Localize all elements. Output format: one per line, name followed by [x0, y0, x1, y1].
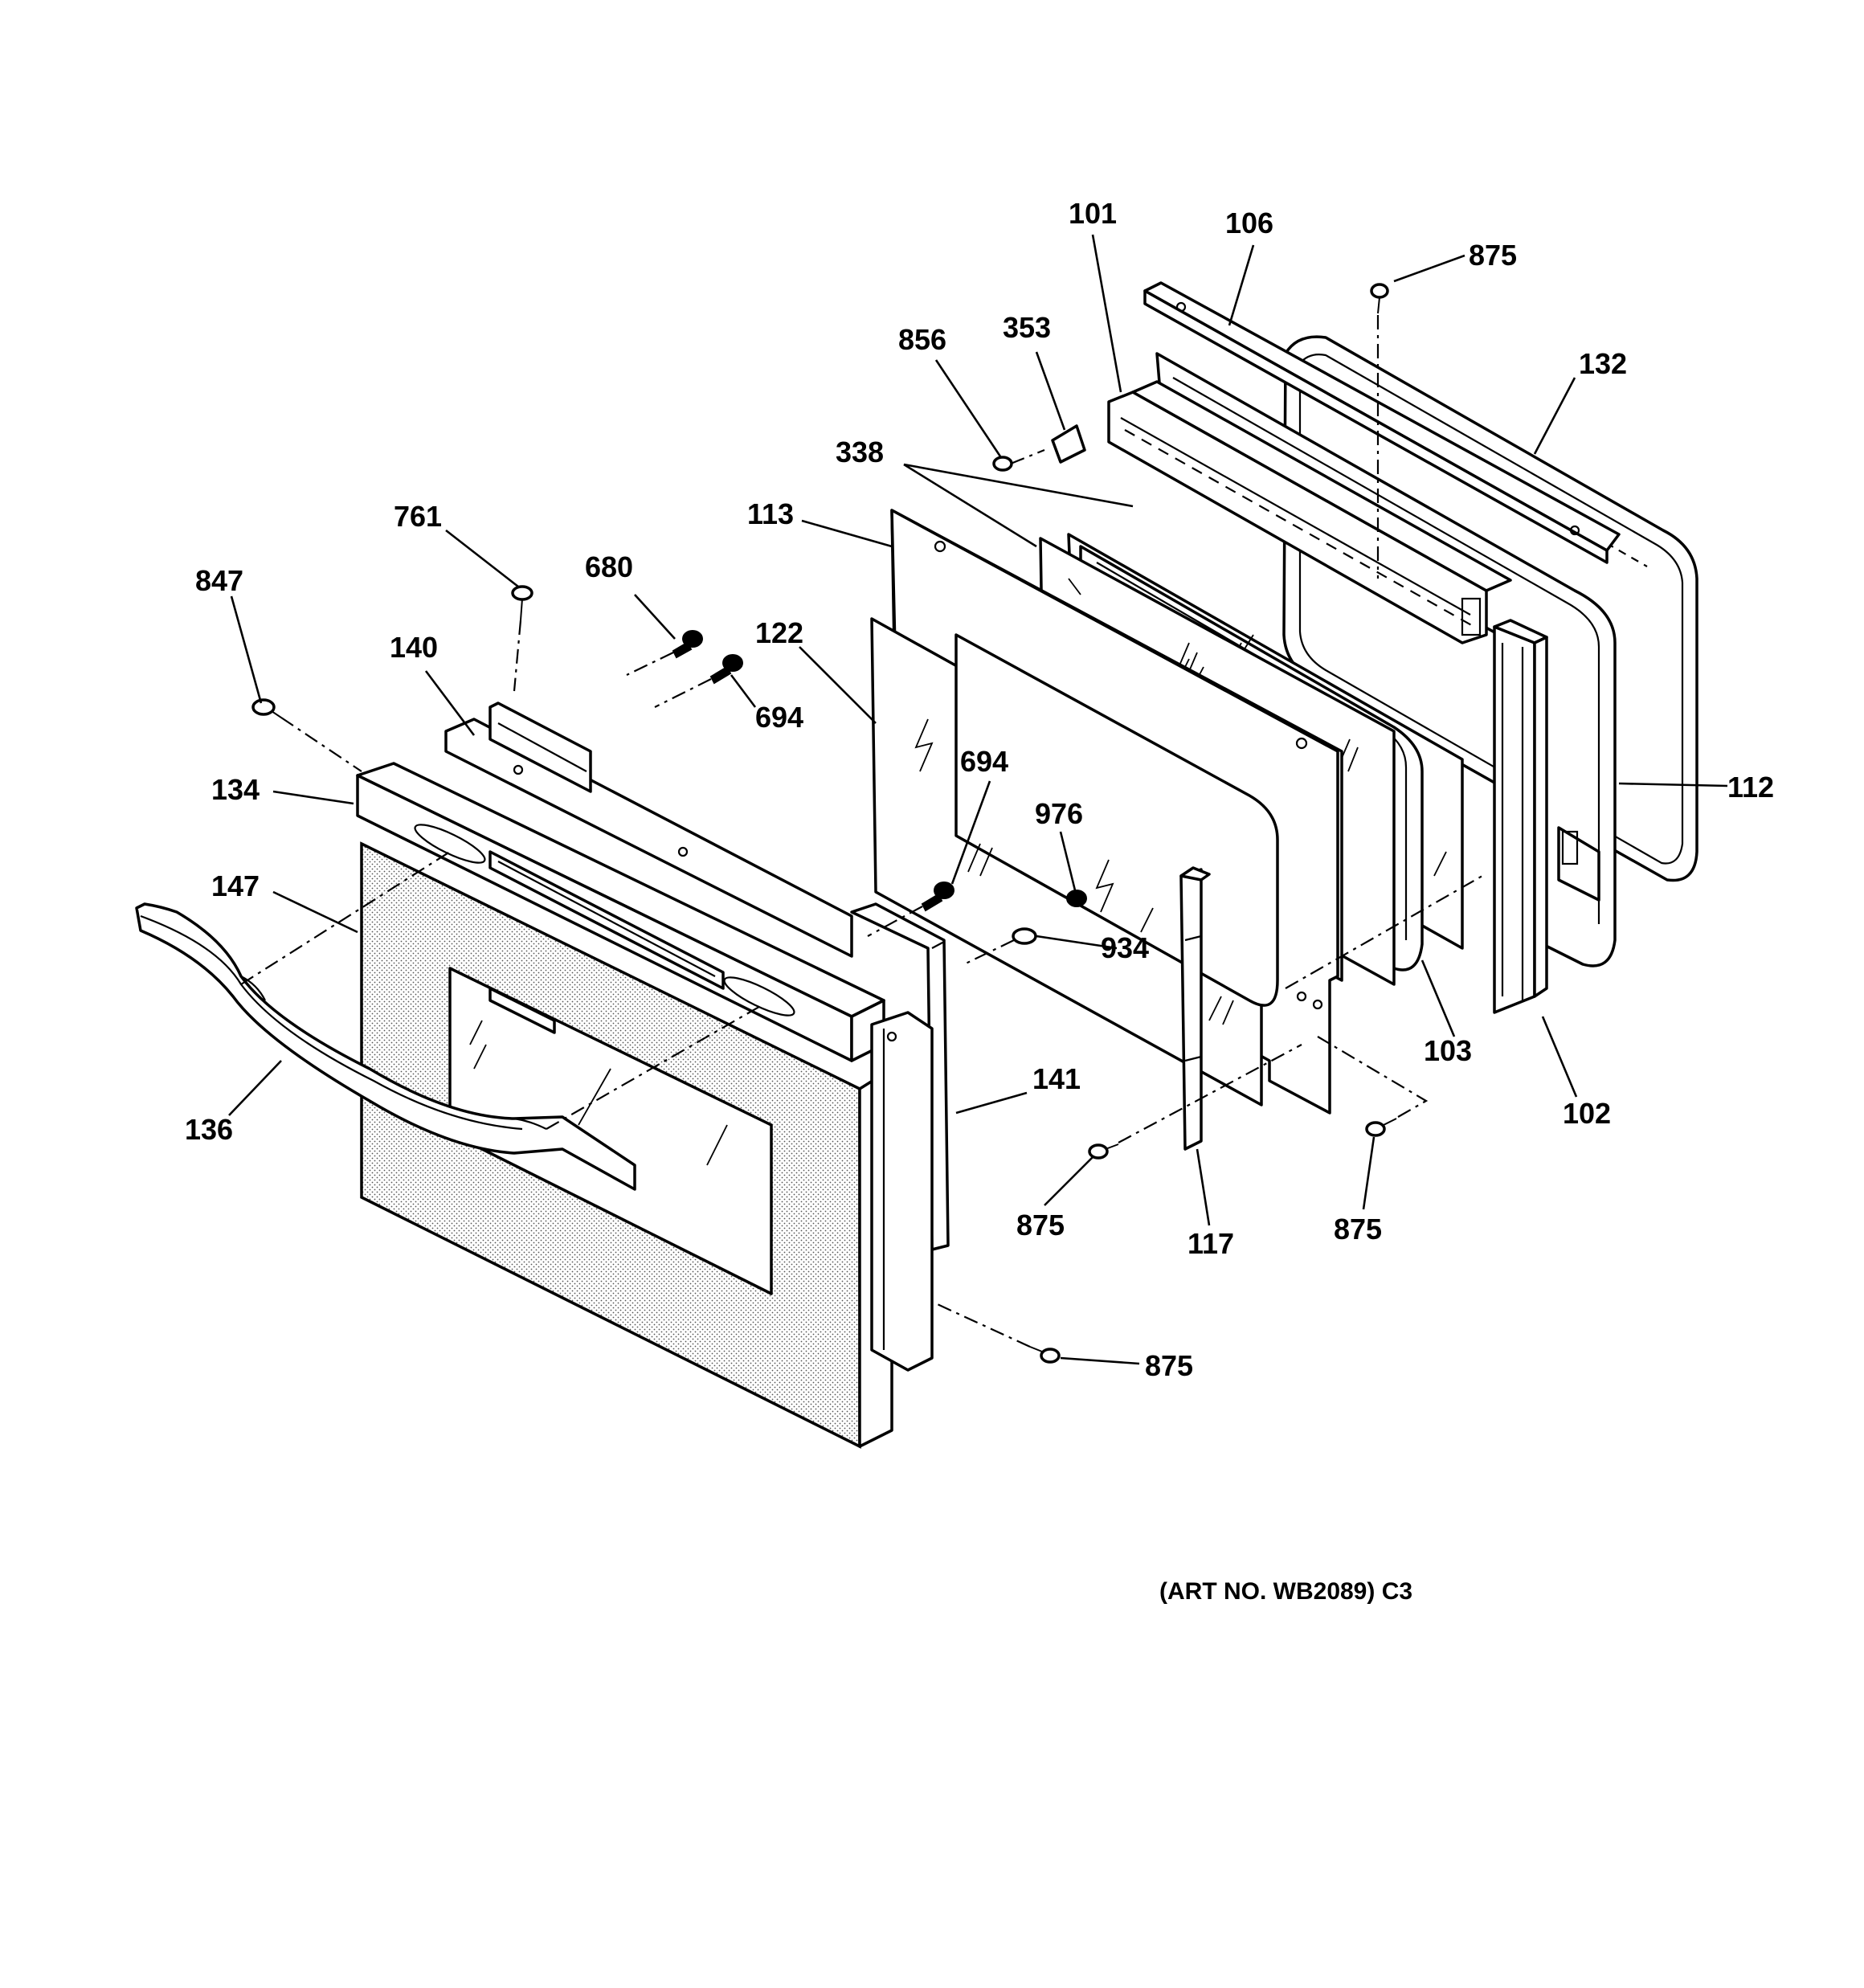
- callout-353: 353: [1003, 311, 1051, 344]
- callout-875-bottom: 875: [1145, 1349, 1193, 1382]
- screw-847: [251, 698, 282, 718]
- callout-labels: 101 106 875 132 856 353 338 113 761 680 …: [185, 197, 1774, 1382]
- callout-132: 132: [1579, 347, 1627, 380]
- callout-106: 106: [1225, 207, 1273, 239]
- screw-761: [511, 585, 533, 621]
- insulation-141: [850, 902, 950, 1251]
- screw-856: [992, 456, 1013, 472]
- handle-136: [135, 902, 636, 1191]
- screw-680: [672, 630, 703, 659]
- callout-847: 847: [195, 564, 243, 597]
- callout-875-top: 875: [1469, 239, 1517, 272]
- side-trim-102: [1493, 619, 1548, 1014]
- callout-112: 112: [1727, 771, 1774, 804]
- callout-113: 113: [747, 497, 794, 530]
- door-side-frame: [870, 1011, 934, 1372]
- callout-694-lower: 694: [960, 745, 1008, 778]
- screw-694-upper: [709, 654, 743, 685]
- callout-147: 147: [211, 869, 260, 902]
- vent-trim-134: [356, 762, 885, 1062]
- callout-134: 134: [211, 773, 260, 806]
- callout-761: 761: [394, 500, 442, 533]
- top-channel-106: [1143, 281, 1621, 564]
- washer-934: [1012, 927, 1037, 945]
- callout-140: 140: [390, 631, 438, 664]
- screw-875-mid-left: [1088, 1143, 1119, 1160]
- callout-141: 141: [1032, 1062, 1081, 1095]
- callout-122: 122: [755, 616, 803, 649]
- callout-976: 976: [1035, 797, 1083, 830]
- assembly-lines: [240, 315, 1483, 1348]
- art-number: (ART NO. WB2089) C3: [1159, 1578, 1412, 1605]
- callout-338: 338: [836, 436, 884, 468]
- callout-102: 102: [1563, 1097, 1611, 1130]
- screw-875-top: [1370, 283, 1389, 314]
- callout-101: 101: [1069, 197, 1117, 230]
- screw-694-lower: [921, 882, 954, 912]
- screw-875-mid-right: [1365, 1118, 1397, 1137]
- nut-976: [1066, 890, 1087, 907]
- leader-lines: [228, 234, 1728, 1365]
- callout-875-mid-right: 875: [1334, 1213, 1382, 1246]
- callout-694-upper: 694: [755, 701, 803, 734]
- clip-353: [1051, 424, 1086, 464]
- screw-875-bottom: [1029, 1346, 1061, 1364]
- strip-117: [1179, 866, 1211, 1151]
- vent-bracket-101: [1107, 380, 1512, 644]
- callout-875-mid-left: 875: [1016, 1209, 1065, 1241]
- callout-117: 117: [1187, 1227, 1234, 1260]
- callout-680: 680: [585, 550, 633, 583]
- callout-103: 103: [1424, 1034, 1472, 1067]
- callout-136: 136: [185, 1113, 233, 1146]
- top-bracket-140: [444, 702, 853, 958]
- callout-934: 934: [1101, 931, 1149, 964]
- callout-856: 856: [898, 323, 946, 356]
